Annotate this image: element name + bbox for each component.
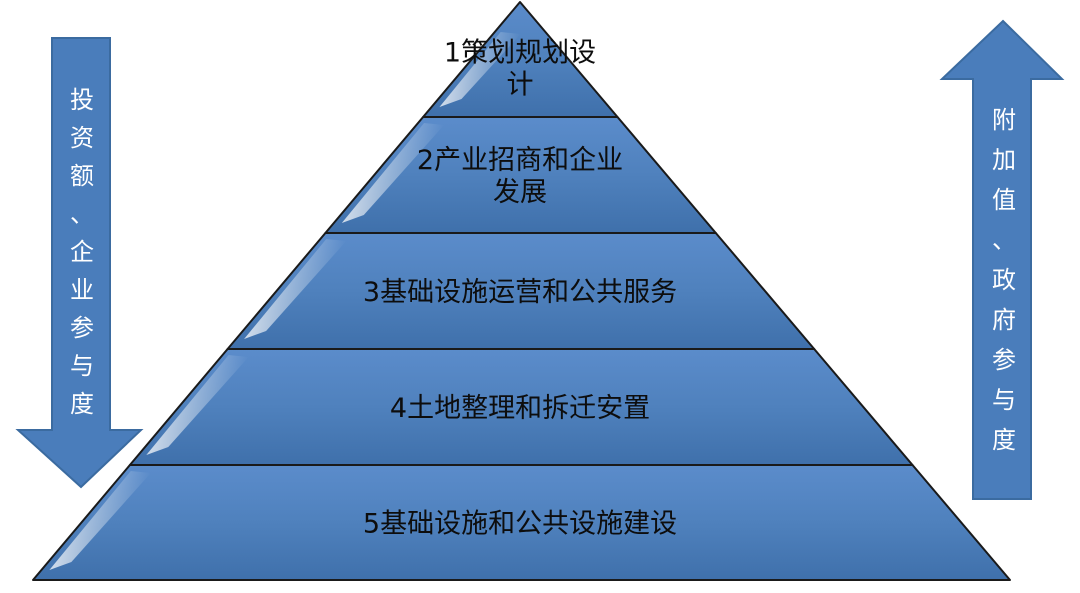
right-up-arrow: 附加值、政府参与度 (939, 19, 1065, 500)
arrow-char: 加 (992, 146, 1016, 174)
arrow-char: 府 (992, 306, 1016, 334)
arrow-char: 度 (70, 390, 94, 418)
layer-label-line: 3基础设施运营和公共服务 (363, 277, 677, 308)
pyramid: 1策划规划设计 2产业招商和企业发展 3基础设施运营和公共服务 4土地整理和拆迁安置 5… (32, 1, 1011, 581)
layer-label-line: 1策划规划设 (444, 38, 596, 69)
pyramid-layer-1: 1策划规划设计 (422, 1, 619, 118)
pyramid-layer-2: 2产业招商和企业发展 (324, 116, 717, 234)
pyramid-layer-shape (32, 464, 1011, 581)
layer-highlight (49, 471, 151, 570)
arrow-char: 度 (992, 426, 1016, 454)
layer-label-line: 发展 (493, 177, 547, 208)
arrow-char: 企 (70, 238, 94, 266)
pyramid-layer-4: 4土地整理和拆迁安置 (128, 348, 914, 466)
layer-highlight (146, 355, 249, 455)
arrow-char: 与 (992, 386, 1016, 414)
pyramid-layer-label: 3基础设施运营和公共服务 (363, 277, 677, 308)
pyramid-layer-label: 2产业招商和企业发展 (417, 145, 623, 208)
pyramid-layer-label: 4土地整理和拆迁安置 (390, 393, 650, 424)
left-arrow-label: 投资额、企业参与度 (70, 86, 94, 418)
layer-highlight (439, 32, 521, 107)
arrow-char: 参 (70, 314, 94, 342)
pyramid-layer-label: 1策划规划设计 (444, 38, 596, 101)
left-arrow-shape (15, 37, 144, 489)
layer-label-line: 计 (507, 70, 534, 101)
arrow-char: 业 (70, 276, 94, 304)
arrow-char: 附 (992, 106, 1016, 134)
pyramid-layer-label: 5基础设施和公共设施建设 (363, 509, 677, 540)
right-arrow-shape (939, 19, 1065, 500)
pyramid-layer-3: 3基础设施运营和公共服务 (226, 232, 816, 350)
arrow-char: 政 (992, 266, 1016, 294)
arrow-char: 、 (70, 200, 94, 228)
layer-label-line: 4土地整理和拆迁安置 (390, 393, 650, 424)
arrow-char: 值 (992, 186, 1016, 214)
pyramid-layer-5: 5基础设施和公共设施建设 (32, 464, 1011, 581)
arrow-char: 、 (992, 226, 1016, 254)
right-arrow-label: 附加值、政府参与度 (992, 106, 1016, 454)
layer-label-line: 5基础设施和公共设施建设 (363, 509, 677, 540)
layer-highlight (244, 239, 347, 339)
arrow-char: 投 (70, 86, 94, 114)
left-down-arrow: 投资额、企业参与度 (15, 37, 144, 489)
arrow-char: 参 (992, 346, 1016, 374)
arrow-char: 与 (70, 352, 94, 380)
arrow-char: 资 (70, 124, 94, 152)
layer-label-line: 2产业招商和企业 (417, 145, 623, 176)
layer-highlight (341, 123, 445, 223)
arrow-char: 额 (70, 162, 94, 190)
